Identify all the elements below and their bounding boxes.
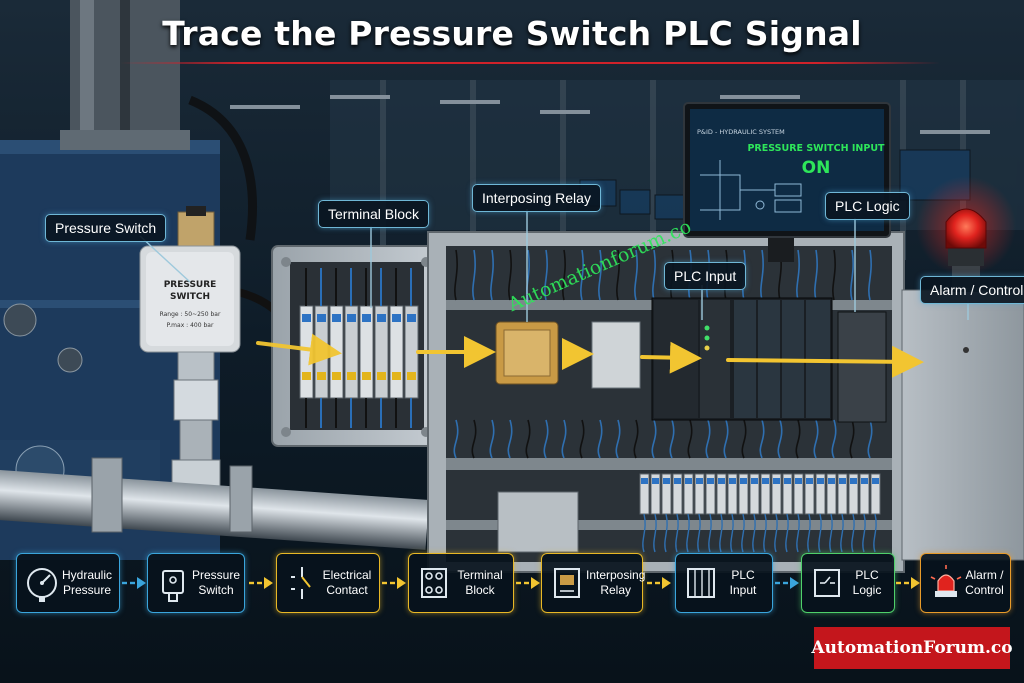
alarm-enclosure	[901, 176, 1024, 561]
flow-step-label-line1: Pressure	[192, 568, 241, 582]
flow-step-label-line1: Interposing	[586, 568, 646, 582]
monitor-status-title: PRESSURE SWITCH INPUT	[747, 143, 885, 154]
callout-plc-logic: PLC Logic	[825, 192, 910, 220]
terminal-block-icon	[421, 568, 447, 598]
flow-step-label-line2: Pressure	[62, 583, 112, 597]
device-label-line2: SWITCH	[170, 292, 210, 302]
flow-step-label-line2: Contact	[326, 583, 368, 597]
flow-step-label-line2: Control	[965, 583, 1004, 597]
device-label-range: Range : 50~250 bar	[160, 311, 221, 318]
monitor-status-value: ON	[802, 158, 831, 178]
flow-step-label: PLC Logic	[846, 568, 888, 598]
brand-logo: AutomationForum.co	[811, 627, 1013, 669]
signal-path	[256, 333, 924, 378]
plc-input-icon	[687, 568, 715, 598]
title-underline	[120, 62, 940, 64]
alarm-icon	[930, 565, 962, 597]
pressure-gauge-icon	[27, 568, 57, 602]
pressure-switch-device: PRESSURE SWITCH Range : 50~250 bar P.max…	[139, 206, 241, 353]
callout-pressure-switch: Pressure Switch	[45, 214, 167, 242]
flow-arrow-icon	[515, 577, 540, 589]
junction-box	[271, 245, 441, 447]
flow-step-label-line2: Block	[465, 583, 495, 597]
callout-interposing-relay: Interposing Relay	[472, 184, 601, 212]
flow-step-label-line2: Switch	[198, 583, 234, 597]
flow-step-label-line1: Hydraulic	[61, 568, 112, 582]
device-label-pmax: P.max : 400 bar	[167, 322, 214, 329]
flow-step-7: PLC Logic	[801, 553, 895, 613]
device-label-line1: PRESSURE	[164, 280, 217, 290]
flow-step-label-line1: Electrical	[322, 568, 372, 582]
flow-arrow-icon	[775, 577, 799, 589]
flow-arrow-icon	[647, 577, 671, 589]
flow-step-label-line1: Terminal	[457, 568, 503, 582]
callout-terminal-block: Terminal Block	[318, 200, 430, 228]
flow-arrow-icon	[382, 577, 406, 589]
callout-plc-input: PLC Input	[664, 262, 747, 290]
flow-step-label-line2: Relay	[600, 583, 632, 597]
monitor-header: P&ID - HYDRAULIC SYSTEM	[697, 128, 785, 136]
alarm-beacon	[945, 208, 987, 249]
pressure-switch-icon	[162, 570, 184, 602]
control-cabinet	[427, 231, 905, 573]
flow-step-label-line1: PLC Input	[729, 568, 757, 597]
contact-icon	[291, 567, 311, 599]
plc-logic-icon	[814, 569, 840, 597]
flow-step-label-line1: PLC Logic	[852, 568, 882, 597]
flow-arrow-icon	[895, 577, 920, 589]
relay-icon	[554, 568, 580, 598]
flow-step-label-line1: Alarm /	[965, 568, 1004, 582]
flow-step-8: Alarm /Control	[920, 553, 1011, 613]
flow-step-label: PLC Input	[720, 568, 766, 598]
flow-arrow-icon	[248, 577, 273, 589]
flow-step-label: Alarm /Control	[965, 568, 1004, 598]
page-title: Trace the Pressure Switch PLC Signal	[162, 14, 862, 53]
plc-logic-module	[837, 311, 887, 423]
flow-step-6: PLC Input	[675, 553, 773, 613]
flow-arrow-icon	[121, 577, 146, 589]
callout-alarm-control: Alarm / Control	[920, 276, 1024, 304]
